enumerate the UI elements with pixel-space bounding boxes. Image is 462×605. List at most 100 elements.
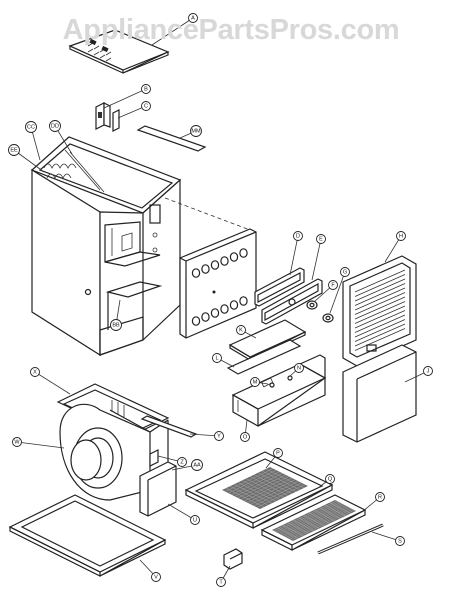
callout-label: EE	[10, 147, 18, 153]
part-rod-r	[317, 523, 384, 555]
callout-circle	[273, 448, 283, 458]
callout-label: BB	[112, 322, 120, 328]
callout-g: G	[340, 267, 350, 277]
part-cover-u	[139, 461, 177, 517]
callout-x: X	[30, 367, 40, 377]
callout-mm: MM	[190, 125, 202, 137]
callout-d: D	[293, 231, 303, 241]
part-filter-s	[260, 494, 367, 551]
callout-circle	[188, 13, 198, 23]
callout-h: H	[396, 231, 406, 241]
callout-label: T	[219, 579, 223, 585]
leader-line-w	[16, 441, 65, 449]
callout-label: L	[215, 355, 218, 361]
callout-v: V	[151, 572, 161, 582]
callout-label: E	[319, 236, 323, 242]
callout-circle	[190, 515, 200, 525]
part-rail-d	[254, 267, 305, 307]
leader-line-x	[34, 371, 71, 395]
callout-circle	[141, 84, 151, 94]
callout-p: P	[273, 448, 283, 458]
leader-line-u	[167, 503, 196, 521]
callout-circle	[190, 125, 202, 137]
callout-circle	[328, 280, 338, 290]
callout-circle	[25, 121, 37, 133]
callout-w: W	[12, 437, 22, 447]
callout-label: D	[296, 233, 300, 239]
callout-label: O	[243, 434, 248, 440]
callout-label: DD	[51, 123, 59, 129]
part-fitting-f	[306, 300, 318, 310]
callout-circle	[8, 144, 20, 156]
callout-ee: EE	[8, 144, 20, 156]
callout-circle	[216, 577, 226, 587]
part-grille-k	[342, 255, 417, 367]
callout-label: C	[144, 103, 148, 109]
callout-z: Z	[177, 457, 187, 467]
callout-circle	[30, 367, 40, 377]
callout-circle	[151, 572, 161, 582]
leader-line-a	[151, 17, 194, 46]
part-base-frame-v	[8, 494, 167, 577]
part-access-door-j	[342, 344, 417, 443]
leader-line-c	[117, 105, 147, 119]
part-fitting-g	[322, 313, 334, 323]
callout-circle	[49, 120, 61, 132]
part-clip-t	[223, 548, 243, 570]
callout-label: U	[193, 517, 197, 523]
callout-label: P	[276, 450, 280, 456]
leader-line-h	[384, 235, 402, 263]
callout-circle	[293, 231, 303, 241]
callout-f: F	[328, 280, 338, 290]
part-heat-exchanger-panel	[179, 228, 257, 339]
leader-line-d	[289, 235, 299, 276]
callout-circle	[214, 431, 224, 441]
part-strip-y	[140, 415, 198, 438]
part-bracket-c	[112, 109, 120, 132]
callout-label: X	[33, 369, 37, 375]
callout-circle	[141, 101, 151, 111]
callout-label: Y	[217, 433, 221, 439]
callout-circle	[191, 459, 203, 471]
callout-label: J	[427, 368, 430, 374]
callout-label: K	[239, 327, 243, 333]
callout-t: T	[216, 577, 226, 587]
callout-circle	[294, 363, 304, 373]
callout-circle	[212, 353, 222, 363]
callout-r: R	[375, 492, 385, 502]
callout-b: B	[141, 84, 151, 94]
callout-label: S	[398, 538, 402, 544]
callout-label: V	[154, 574, 158, 580]
callout-dd: DD	[49, 120, 61, 132]
callout-circle	[375, 492, 385, 502]
callout-n: N	[294, 363, 304, 373]
part-tray-m	[231, 354, 327, 428]
callout-circle	[325, 474, 335, 484]
callout-j: J	[423, 366, 433, 376]
callout-label: A	[191, 15, 195, 21]
leader-line-e	[311, 238, 322, 281]
callout-label: G	[343, 269, 347, 275]
callout-circle	[340, 267, 350, 277]
callout-label: Q	[328, 476, 333, 482]
part-filter-frame-p	[184, 451, 334, 529]
callout-bb: BB	[110, 319, 122, 331]
callout-circle	[396, 231, 406, 241]
callout-label: Z	[180, 459, 184, 465]
callout-e: E	[316, 234, 326, 244]
callout-label: W	[14, 439, 20, 445]
part-channel-l	[226, 339, 302, 375]
callout-k: K	[236, 325, 246, 335]
callout-circle	[250, 377, 260, 387]
callout-circle	[236, 325, 246, 335]
callout-circle	[12, 437, 22, 447]
leader-line-ee	[13, 149, 45, 173]
callout-label: H	[399, 233, 403, 239]
leader-line-g	[329, 271, 346, 314]
callout-label: M	[253, 379, 258, 385]
callout-o: O	[240, 432, 250, 442]
callout-label: B	[144, 86, 148, 92]
callout-cc: CC	[25, 121, 37, 133]
callout-y: Y	[214, 431, 224, 441]
